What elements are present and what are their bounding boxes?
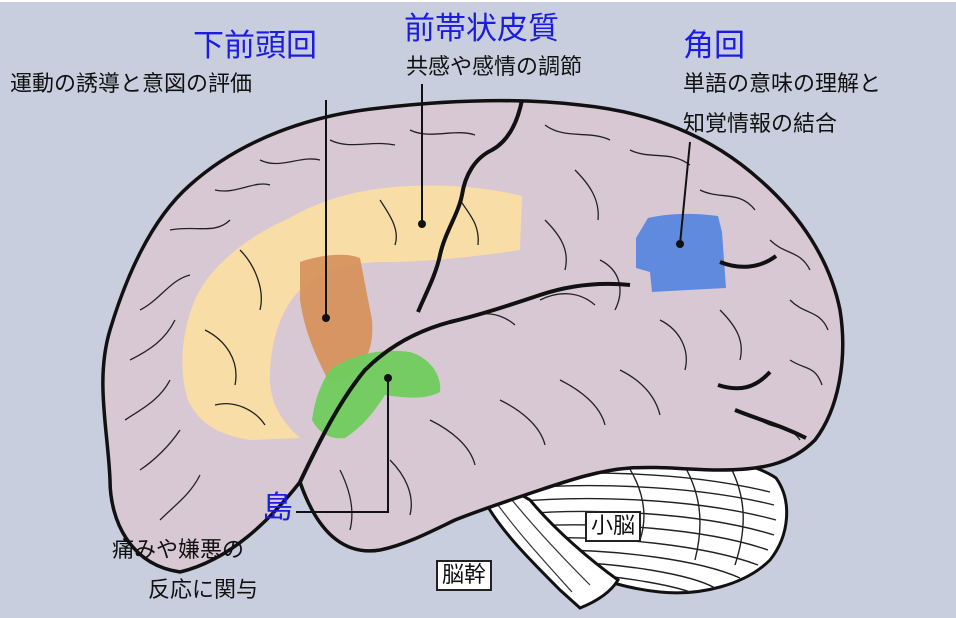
target-dots (322, 220, 684, 382)
angular-gyrus-description-line1: 単語の意味の理解と (683, 72, 882, 97)
anterior-cingulate-region (182, 185, 523, 440)
leader-line-angular (679, 141, 691, 245)
insula-description-line1: 痛みや嫌悪の (112, 538, 245, 563)
brainstem-label: 脳幹 (436, 560, 493, 592)
inferior-frontal-gyrus-region (300, 254, 373, 384)
ifg-description: 運動の誘導と意図の評価 (10, 72, 253, 97)
acc-title: 前帯状皮質 (404, 11, 559, 47)
insula-region (312, 350, 441, 439)
acc-description: 共感や感情の調節 (406, 55, 583, 80)
major-sulci (298, 99, 807, 483)
ifg-title: 下前頭回 (193, 28, 317, 64)
angular-gyrus-title: 角回 (683, 28, 745, 64)
brainstem-lines (497, 499, 591, 593)
gyri-lines (124, 124, 829, 531)
angular-gyrus-description-line2: 知覚情報の結合 (683, 112, 838, 137)
cerebellum-label: 小脳 (585, 511, 642, 543)
insula-description-line2: 反応に関与 (148, 578, 259, 603)
insula-title: 島 (262, 490, 293, 526)
angular-gyrus-region (636, 213, 726, 292)
leader-line-insula (296, 378, 389, 513)
leader-lines (296, 84, 691, 513)
top-border-line (0, 0, 956, 2)
